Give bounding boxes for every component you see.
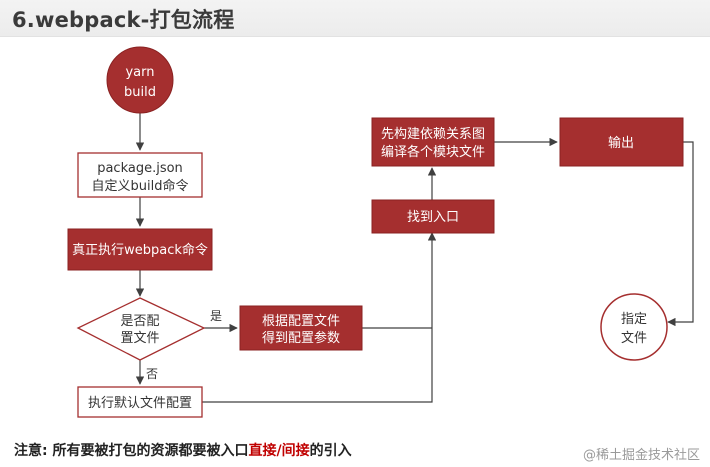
node-package-json: package.json 自定义build命令 bbox=[77, 152, 203, 198]
svg-text:执行默认文件配置: 执行默认文件配置 bbox=[88, 395, 192, 411]
edge-output-to-file bbox=[667, 141, 694, 327]
svg-text:build: build bbox=[124, 85, 156, 100]
node-default-config: 执行默认文件配置 bbox=[77, 386, 203, 418]
node-build-graph: 先构建依赖关系图 编译各个模块文件 bbox=[371, 117, 495, 167]
title-bar: 6.webpack-打包流程 bbox=[0, 0, 710, 37]
svg-text:package.json: package.json bbox=[97, 161, 183, 176]
svg-text:指定: 指定 bbox=[621, 312, 647, 327]
svg-text:输出: 输出 bbox=[608, 135, 634, 151]
svg-text:文件: 文件 bbox=[621, 331, 647, 346]
node-find-entry: 找到入口 bbox=[371, 199, 495, 234]
svg-text:真正执行webpack命令: 真正执行webpack命令 bbox=[72, 242, 208, 258]
edges bbox=[135, 112, 694, 403]
edge-default-to-entry bbox=[202, 232, 437, 403]
node-yarn-build: yarn build bbox=[106, 46, 174, 114]
svg-text:是否配: 是否配 bbox=[120, 314, 159, 329]
svg-text:yarn: yarn bbox=[125, 65, 154, 80]
svg-text:先构建依赖关系图: 先构建依赖关系图 bbox=[381, 127, 485, 142]
note-prefix: 注意: 所有要被打包的资源都要被入口 bbox=[14, 443, 249, 459]
node-has-config-decision: 是否配 置文件 bbox=[76, 297, 206, 361]
edge-label-yes: 是 bbox=[210, 309, 222, 323]
note-highlight: 直接/间接 bbox=[248, 443, 310, 459]
page-title: 6.webpack-打包流程 bbox=[12, 8, 235, 32]
note-suffix: 的引入 bbox=[309, 443, 352, 459]
node-read-config: 根据配置文件 得到配置参数 bbox=[239, 305, 363, 351]
svg-text:置文件: 置文件 bbox=[120, 331, 159, 346]
node-target-file: 指定 文件 bbox=[600, 293, 668, 361]
svg-text:得到配置参数: 得到配置参数 bbox=[262, 330, 340, 346]
svg-text:自定义build命令: 自定义build命令 bbox=[92, 178, 189, 194]
svg-text:找到入口: 找到入口 bbox=[407, 210, 459, 225]
node-output: 输出 bbox=[559, 117, 684, 167]
svg-text:根据配置文件: 根据配置文件 bbox=[262, 314, 340, 329]
node-run-webpack: 真正执行webpack命令 bbox=[67, 228, 213, 271]
watermark-text: @稀土掘金技术社区 bbox=[582, 448, 700, 463]
edge-label-no: 否 bbox=[146, 367, 158, 381]
footer-note: 注意: 所有要被打包的资源都要被入口直接/间接的引入 bbox=[14, 440, 352, 460]
svg-text:编译各个模块文件: 编译各个模块文件 bbox=[381, 144, 485, 160]
